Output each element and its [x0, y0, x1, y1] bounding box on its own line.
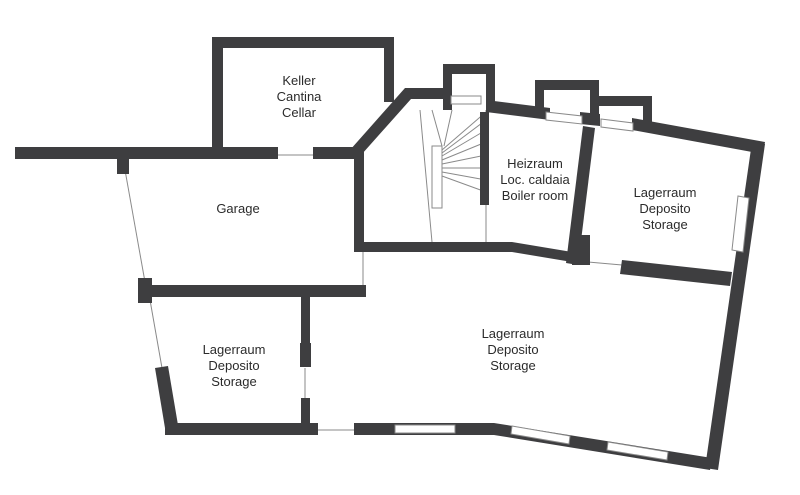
- room-label-cellar: Keller Cantina Cellar: [276, 73, 322, 120]
- staircase: [419, 109, 487, 243]
- room-label-boiler: Heizraum Loc. caldaia Boiler room: [500, 156, 570, 203]
- walls: [15, 37, 765, 470]
- windows: [394, 95, 750, 461]
- room-label-storage-center: Lagerraum Deposito Storage: [481, 326, 545, 373]
- room-label-garage: Garage: [216, 201, 260, 216]
- opening-lines: [124, 154, 623, 431]
- room-label-storage-sw: Lagerraum Deposito Storage: [202, 342, 266, 389]
- room-label-storage-ne: Lagerraum Deposito Storage: [633, 185, 697, 232]
